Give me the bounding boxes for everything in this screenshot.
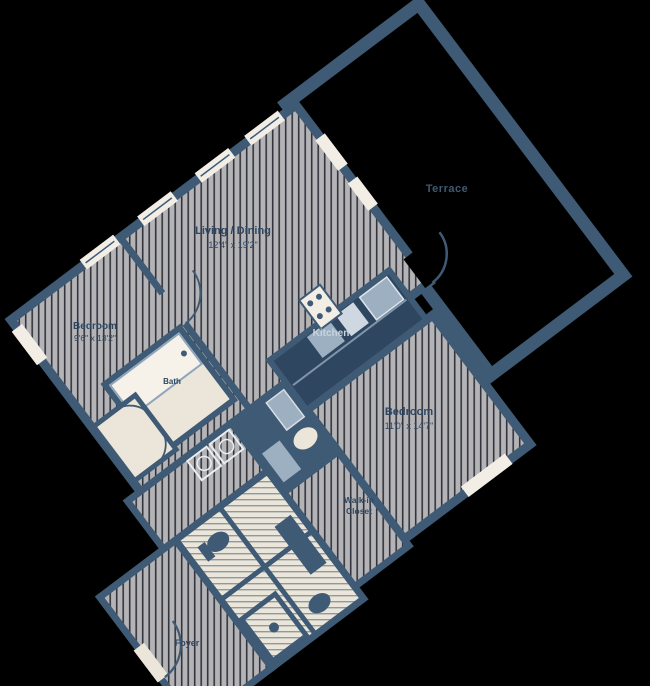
walk-in-closet-label-line2: Closet xyxy=(346,506,372,516)
tub-faucet-icon xyxy=(180,350,187,357)
toilet-tank-icon xyxy=(197,542,216,562)
dryer-drum-icon xyxy=(196,455,212,472)
window-mullion xyxy=(85,240,115,264)
window-icon xyxy=(460,453,513,498)
bedroom-right-label: Bedroom xyxy=(385,406,434,418)
burner-icon xyxy=(316,313,323,320)
stove-icon xyxy=(297,283,344,331)
shower-bench-icon xyxy=(261,440,302,483)
kitchen-sink-icon xyxy=(335,302,369,337)
window-icon xyxy=(11,323,48,366)
terrace-door-arc-icon xyxy=(431,231,448,284)
fridge-icon xyxy=(358,275,405,321)
bath-partition-wall-2 xyxy=(217,505,318,637)
washer-icon xyxy=(208,428,245,465)
kitchen-counter-edge xyxy=(292,298,408,387)
window-mullion xyxy=(200,153,230,177)
terrace-door-opening xyxy=(403,250,437,289)
washer-drum-icon xyxy=(218,438,235,455)
bedroom-left-wall-2 xyxy=(182,321,257,417)
toilet-icon-2 xyxy=(207,531,230,552)
closet-door-arc-icon-2 xyxy=(154,428,167,466)
terrace-label: Terrace xyxy=(426,183,468,195)
window-icon xyxy=(347,176,378,211)
shower-drain-icon xyxy=(268,622,279,633)
shower-icon xyxy=(238,590,310,665)
burner-icon xyxy=(307,300,314,307)
burner-icon xyxy=(325,306,332,313)
bedroom-left-dimensions: 9'6" x 13'2" xyxy=(74,333,116,343)
vanity-icon-2 xyxy=(274,514,327,575)
window-mullion xyxy=(142,197,173,221)
toilet-icon-3 xyxy=(308,592,331,614)
vanity-icon xyxy=(265,388,306,432)
bedroom-left-door-arc-icon xyxy=(184,269,202,325)
bath-label: Bath xyxy=(163,377,181,386)
foyer-label: Foyer xyxy=(175,638,200,648)
window-mullion xyxy=(249,116,280,140)
toilet-icon xyxy=(293,427,318,450)
living-dining-label: Living / Dining xyxy=(195,225,271,237)
walk-in-closet-label-line1: Walk-in xyxy=(344,495,374,505)
living-dining-dimensions: 12'4" x 19'2" xyxy=(208,240,257,250)
kitchen-label: Kitchen xyxy=(313,328,350,339)
entry-door-opening xyxy=(133,642,169,683)
closet-door-arc-icon xyxy=(113,404,152,417)
window-icon xyxy=(315,133,348,171)
rotated-plan-group xyxy=(4,0,633,686)
bedroom-left-wall xyxy=(117,235,166,296)
bedroom-left-label: Bedroom xyxy=(73,321,117,332)
dishwasher-icon xyxy=(306,320,345,358)
dryer-icon xyxy=(185,445,223,482)
burner-icon xyxy=(316,293,323,300)
bedroom-right-dimensions: 11'0" x 14'7" xyxy=(385,421,434,431)
entry-door-arc-icon xyxy=(164,620,182,678)
